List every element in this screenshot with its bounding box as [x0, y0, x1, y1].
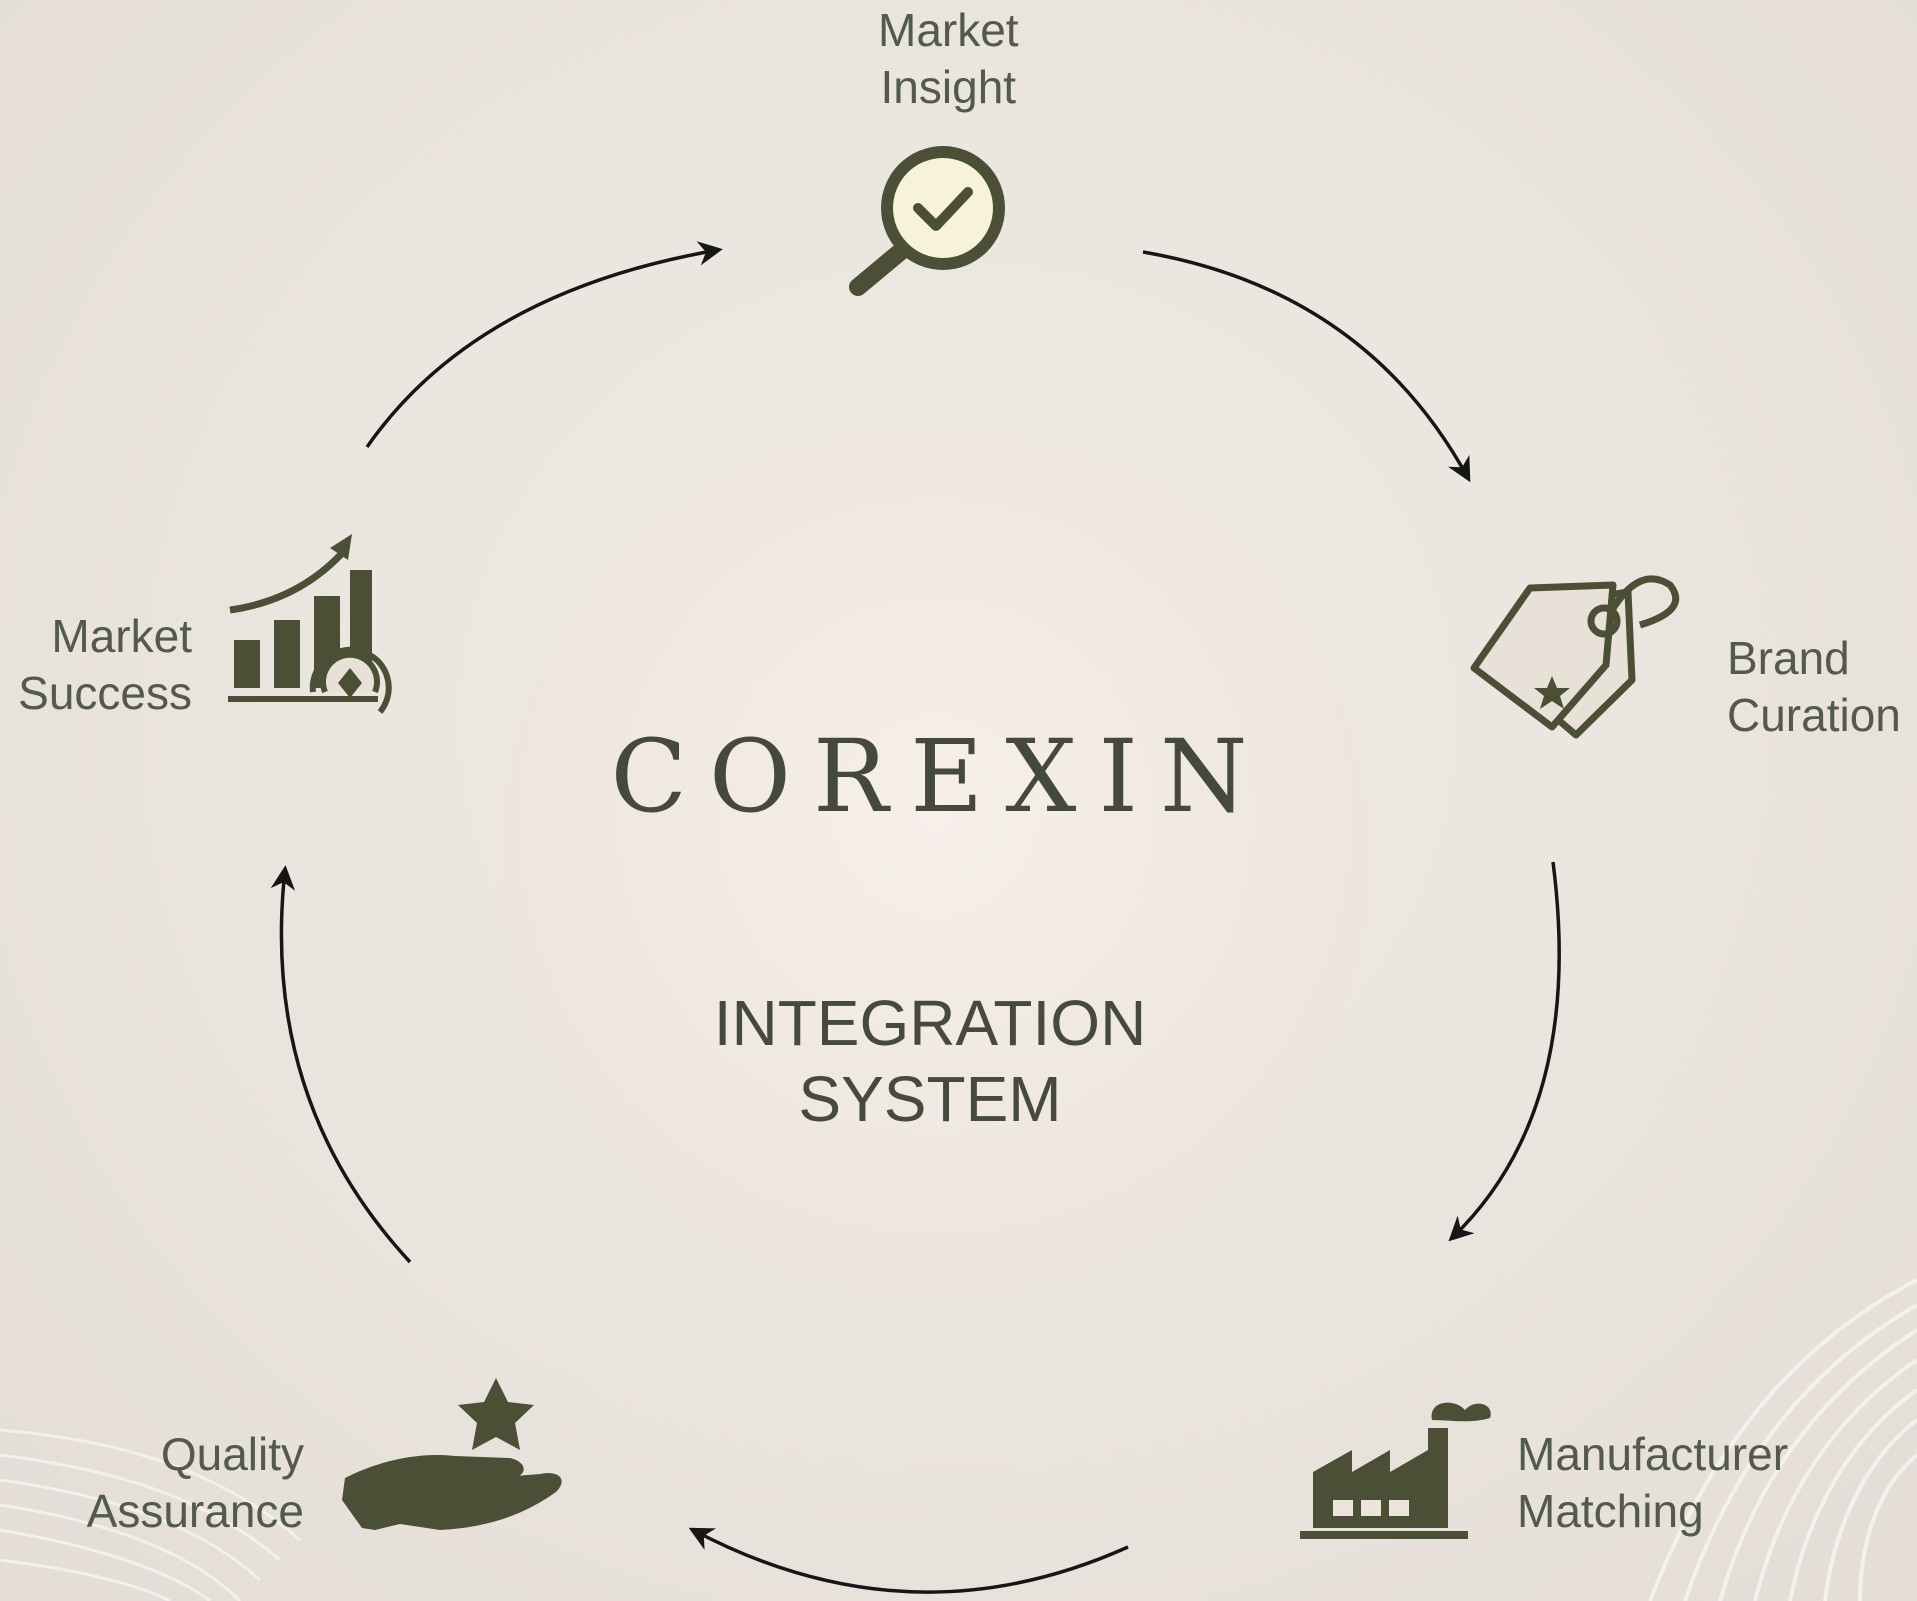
decorative-waves-left — [0, 1428, 301, 1601]
growth-chart-icon — [228, 534, 392, 714]
node-label-quality-assurance: Quality Assurance — [80, 1426, 304, 1540]
node-label-brand-curation: Brand Curation — [1727, 630, 1901, 744]
node-label-line-2: Curation — [1727, 689, 1901, 741]
arrow-insight-to-brand — [1142, 250, 1471, 483]
node-label-market-insight: Market Insight — [878, 2, 1019, 116]
center-circle — [498, 423, 1372, 1297]
node-label-line-2: Insight — [880, 61, 1017, 113]
decorative-waves-right — [1648, 1278, 1917, 1601]
arrow-brand-to-manufacturer — [1448, 861, 1561, 1242]
price-tags-star-icon — [1470, 575, 1680, 739]
arrow-quality-to-success — [270, 865, 412, 1264]
node-label-line-2: Matching — [1517, 1485, 1704, 1537]
node-label-line-1: Market — [51, 610, 192, 662]
node-label-line-2: Success — [18, 667, 192, 719]
node-label-line-1: Quality — [160, 1428, 304, 1480]
arrow-manufacturer-to-quality — [688, 1527, 1129, 1594]
cycle-arrows — [270, 241, 1561, 1594]
diagram-subtitle: INTEGRATION SYSTEM — [620, 985, 1240, 1137]
node-label-line-1: Market — [878, 4, 1019, 56]
subtitle-line-2: SYSTEM — [798, 1063, 1062, 1135]
arrow-success-to-insight — [365, 241, 723, 449]
node-label-line-1: Manufacturer — [1517, 1428, 1789, 1480]
node-label-line-2: Assurance — [86, 1485, 304, 1537]
subtitle-line-1: INTEGRATION — [713, 987, 1147, 1059]
node-label-manufacturer-matching: Manufacturer Matching — [1517, 1426, 1788, 1540]
node-label-market-success: Market Success — [8, 608, 192, 722]
hand-star-icon — [342, 1378, 562, 1530]
magnifier-check-icon — [849, 146, 1005, 296]
factory-icon — [1300, 1402, 1491, 1539]
node-label-line-1: Brand — [1727, 632, 1850, 684]
brand-logo: COREXIN — [610, 718, 1270, 835]
